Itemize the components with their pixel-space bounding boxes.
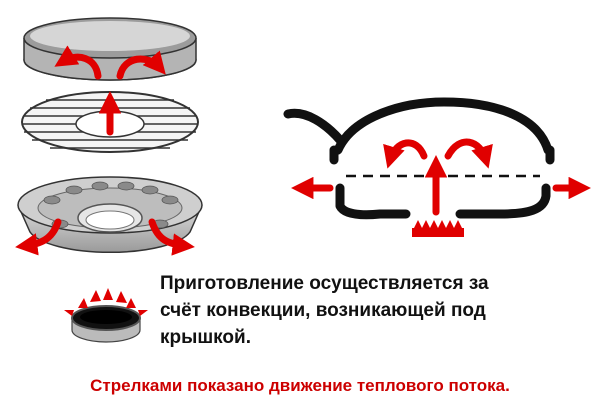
caption-line-2: счёт конвекции, возникающей под [160, 300, 486, 321]
gas-burner-icon [64, 288, 148, 343]
lid-handle [283, 108, 345, 145]
arrow-tray-right [148, 218, 195, 256]
heat-flow-arrows-right [291, 138, 591, 216]
arrow-lid-left [54, 45, 102, 80]
arrow-pan-curl-right [444, 138, 493, 169]
arrow-lid-right [116, 50, 166, 80]
arrow-tray-left [15, 218, 62, 256]
lid-section [333, 97, 553, 155]
pan-body [335, 183, 551, 220]
arrow-pan-curl-left [383, 139, 428, 169]
caption-line-3: крышкой. [160, 327, 252, 348]
lid [23, 17, 197, 81]
pan-cross-section [283, 97, 555, 220]
drip-tray [17, 176, 203, 254]
caption-line-1: Приготовление осуществляется за [160, 273, 489, 294]
flame-icon [412, 220, 464, 237]
heat-flow-arrows-left [15, 45, 195, 256]
footer-note: Стрелками показано движение теплового по… [90, 376, 510, 395]
caption-text: Приготовление осуществляется за счёт кон… [160, 270, 590, 351]
